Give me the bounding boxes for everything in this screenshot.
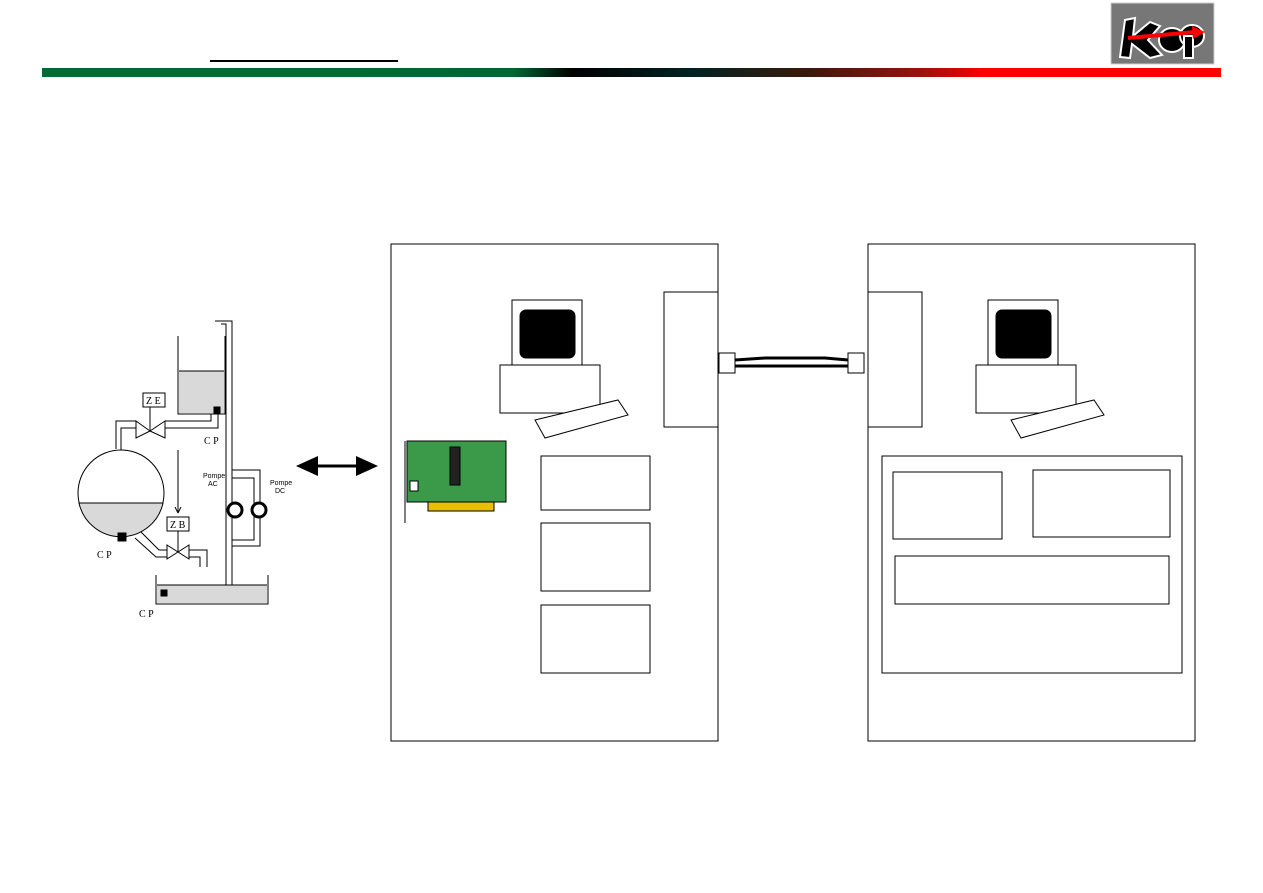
pump-dc-label-2: DC bbox=[275, 488, 285, 495]
process-diagram bbox=[77, 320, 269, 605]
computer-right bbox=[975, 299, 1105, 439]
computer-left bbox=[499, 299, 629, 439]
kap-logo bbox=[1110, 2, 1215, 65]
pump-ac-label-2: AC bbox=[208, 481, 218, 488]
station-left bbox=[390, 243, 719, 742]
valve-zb-label: Z B bbox=[170, 520, 186, 531]
header-color-bar bbox=[42, 68, 1221, 77]
sensor-sphere-label: C P bbox=[97, 550, 112, 561]
sensor-top-label: C P bbox=[204, 436, 219, 447]
upper-tank bbox=[177, 336, 226, 415]
io-card bbox=[404, 440, 507, 523]
double-arrow bbox=[296, 456, 378, 476]
sensor-bottom-label: C P bbox=[139, 609, 154, 620]
station-right bbox=[867, 243, 1196, 742]
pump-ac-label-1: Pompe bbox=[203, 473, 225, 480]
pump-dc-label-1: Pompe bbox=[270, 480, 292, 487]
cable bbox=[718, 352, 865, 374]
valve-ze-label: Z E bbox=[146, 396, 161, 407]
valve-ze bbox=[142, 392, 166, 408]
